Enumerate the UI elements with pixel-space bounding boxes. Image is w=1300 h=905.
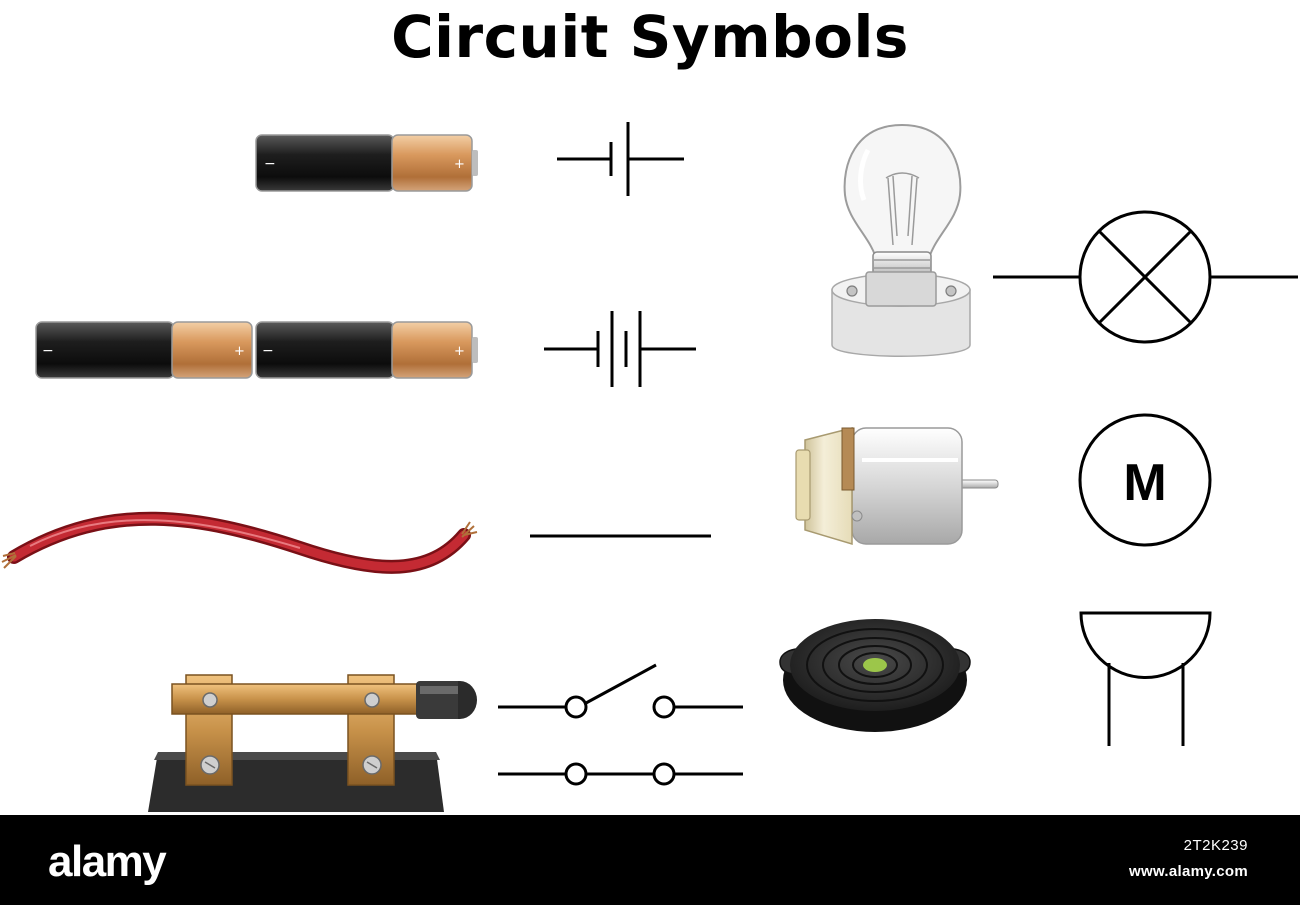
cell-symbol [557,122,684,196]
image-id: 2T2K239 [1183,837,1248,854]
light-bulb [831,123,971,357]
battery-minus-label: − [264,156,276,172]
battery-minus-label: − [42,343,54,359]
battery-plus-label: + [454,157,465,172]
buzzer-symbol [1079,611,1212,746]
battery-symbol [544,311,696,387]
watermark-bar: alamy 2T2K239 www.alamy.com [0,815,1300,905]
motor-symbol: M [1078,413,1212,547]
dc-motor [795,427,999,546]
brand-logo: alamy [48,837,167,886]
battery-plus-label: + [234,344,245,359]
battery-cell: − + [255,134,478,192]
circuit-symbols-diagram: − + − + − + [1,122,1298,812]
battery-pair: − + − + [35,321,478,379]
motor-letter: M [1123,454,1166,512]
page-title: Circuit Symbols [391,3,909,71]
switch-symbols [498,663,743,786]
battery-plus-label: + [454,344,465,359]
lamp-symbol [993,210,1298,344]
wire [1,511,478,574]
knife-switch [148,674,477,812]
site-url: www.alamy.com [1129,863,1248,880]
battery-minus-label: − [262,343,274,359]
buzzer [779,619,971,732]
